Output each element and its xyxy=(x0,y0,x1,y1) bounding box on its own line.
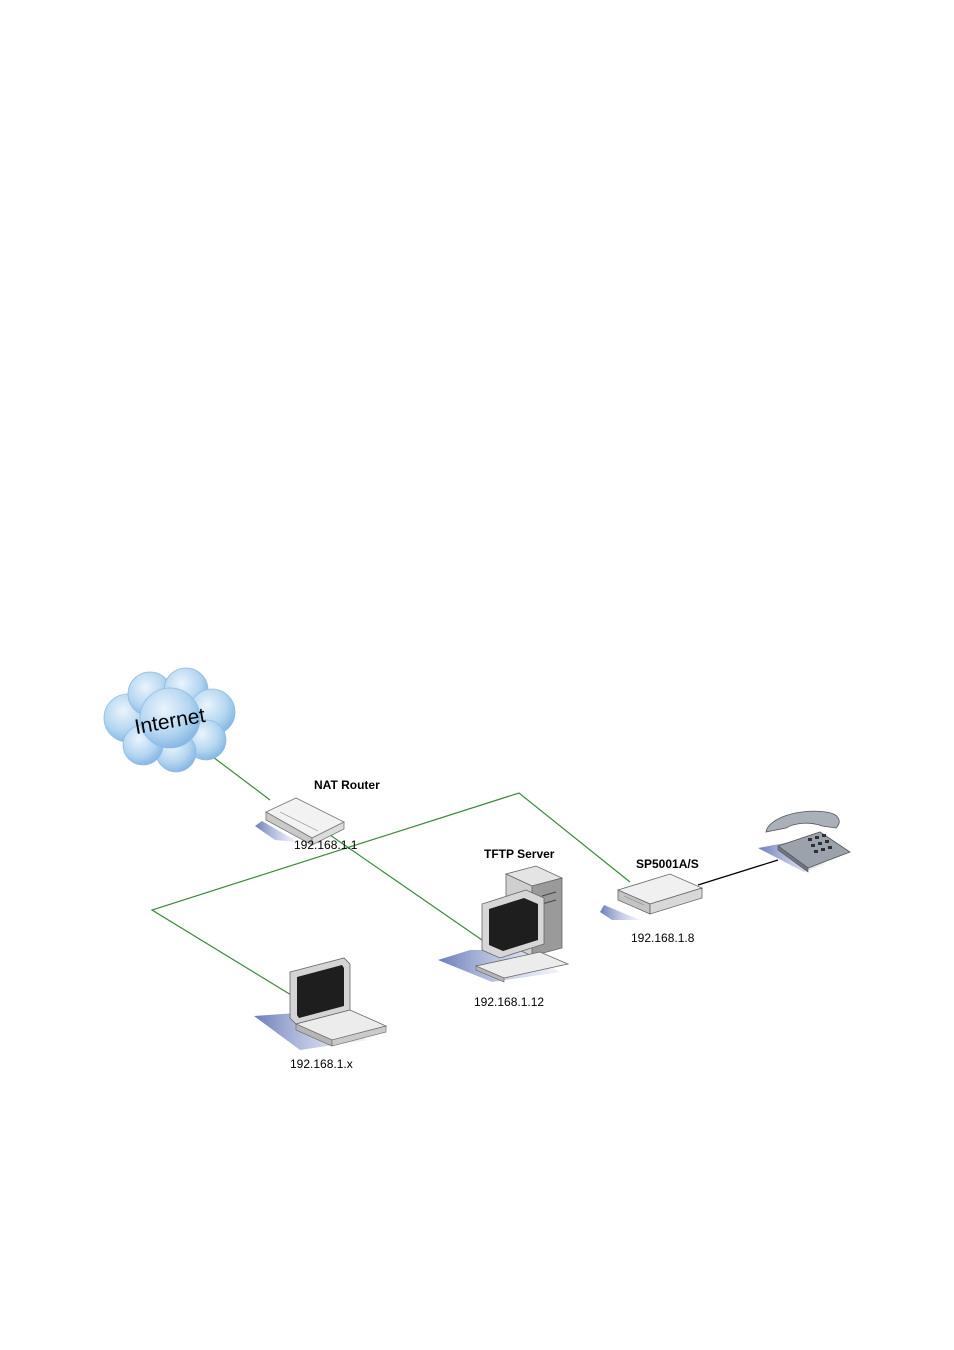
tftp-server-ip: 192.168.1.12 xyxy=(474,995,544,1009)
link-internet-router xyxy=(213,757,270,800)
nat-router-ip: 192.168.1.1 xyxy=(294,838,358,852)
tower-pc-icon xyxy=(438,866,568,982)
laptop-ip: 192.168.1.x xyxy=(290,1057,353,1071)
laptop-icon xyxy=(254,958,386,1050)
tftp-server-name: TFTP Server xyxy=(484,847,555,861)
link-adapter-phone xyxy=(698,860,778,885)
adapter-ip: 192.168.1.8 xyxy=(631,931,695,945)
nat-router-name: NAT Router xyxy=(314,778,380,792)
telephone-icon xyxy=(758,811,850,872)
adapter-name: SP5001A/S xyxy=(636,857,699,871)
voip-adapter-icon xyxy=(600,874,702,920)
